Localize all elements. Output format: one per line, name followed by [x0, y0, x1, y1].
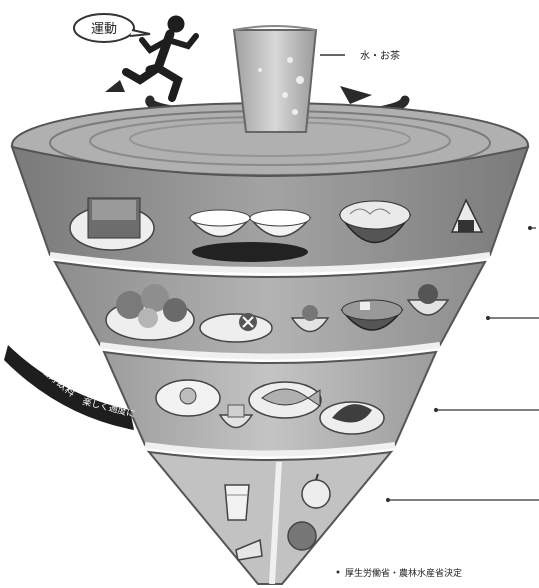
- runner-icon: [126, 16, 196, 98]
- exercise-bubble: 運動: [74, 14, 150, 42]
- milk-icon: [225, 485, 249, 520]
- orange-icon: [288, 522, 316, 550]
- source-label: 厚生労働省・農林水産省決定: [345, 567, 462, 579]
- water-label: 水・お茶: [360, 49, 400, 62]
- bubble-label: 運動: [91, 22, 117, 37]
- water-glass-icon: [234, 26, 316, 132]
- source-bullet: [337, 571, 340, 574]
- fish-icon: [249, 382, 321, 418]
- mushroom-dish-icon: [200, 313, 272, 342]
- meat-icon: [320, 402, 384, 434]
- fried-egg-icon: [156, 380, 220, 416]
- tier-dairy-fruit: [149, 452, 391, 584]
